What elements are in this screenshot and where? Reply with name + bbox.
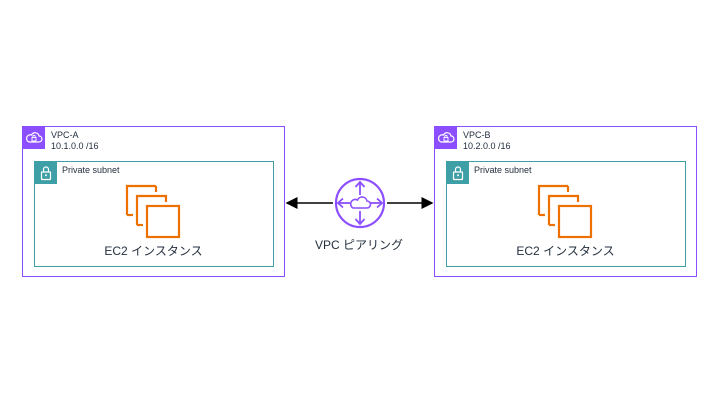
padlock-icon (35, 162, 57, 184)
vpc-name: VPC-B (463, 130, 491, 140)
ec2-instances-icon (125, 184, 181, 239)
vpc-name: VPC-A (51, 130, 79, 140)
subnet-label: Private subnet (474, 165, 532, 175)
private-subnet-group: Private subnet EC2 インスタンス (446, 161, 686, 267)
private-subnet-group: Private subnet EC2 インスタンス (34, 161, 274, 267)
vpc-b-group: VPC-B 10.2.0.0 /16 Private subnet EC2 イン… (434, 126, 697, 277)
subnet-label: Private subnet (62, 165, 120, 175)
router-icon (334, 177, 386, 229)
ec2-instance-label: EC2 インスタンス (516, 244, 615, 258)
peering-label: VPC ピアリング (314, 238, 403, 252)
padlock-icon (447, 162, 469, 184)
vpc-cidr: 10.2.0.0 /16 (463, 141, 511, 151)
vpc-cloud-lock-icon (23, 127, 45, 149)
vpc-cloud-lock-icon (435, 127, 457, 149)
vpc-a-group: VPC-A 10.1.0.0 /16 Private subnet EC2 イン… (22, 126, 285, 277)
vpc-cidr: 10.1.0.0 /16 (51, 141, 99, 151)
ec2-instance-label: EC2 インスタンス (104, 244, 203, 258)
ec2-instances-icon (537, 184, 593, 239)
